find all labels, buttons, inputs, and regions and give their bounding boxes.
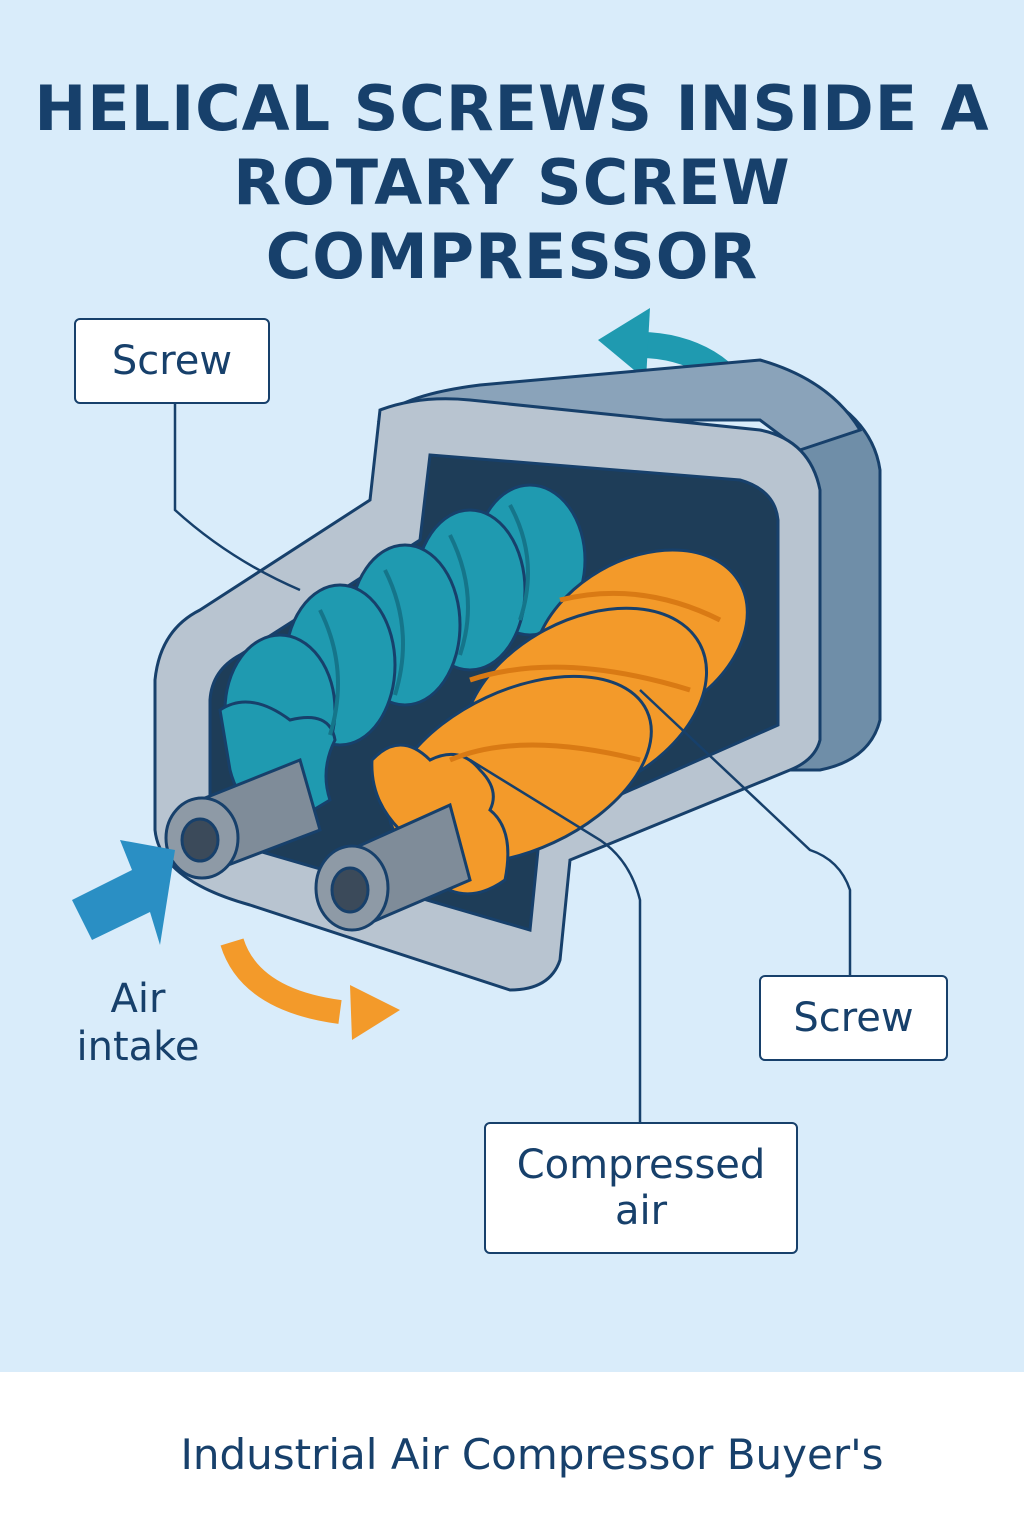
footer-caption: Industrial Air Compressor Buyer's	[180, 1430, 884, 1479]
teal-rotor	[218, 483, 587, 832]
teal-shaft	[164, 757, 322, 880]
title-line-2: ROTARY SCREW COMPRESSOR	[233, 146, 791, 293]
rotation-arrow-teal-head	[598, 308, 650, 380]
orange-rotor	[370, 548, 749, 896]
page-title: HELICAL SCREWS INSIDE A ROTARY SCREW COM…	[0, 72, 1024, 294]
callout-screw-top: Screw	[74, 318, 270, 404]
orange-shaft	[314, 802, 472, 932]
callout-screw-top-label: Screw	[111, 338, 233, 384]
rotation-arrow-orange-head	[350, 985, 400, 1040]
callout-compressed-line-2: air	[614, 1188, 668, 1234]
air-intake-line-2: intake	[76, 1024, 200, 1070]
intake-arrow-icon	[72, 840, 175, 945]
orange-rotor-grooves	[449, 590, 722, 763]
air-intake-label: Air intake	[48, 975, 228, 1071]
callout-compressed-line-1: Compressed	[516, 1142, 766, 1188]
callout-screw-right-label: Screw	[793, 995, 914, 1041]
rotation-arrow-orange-icon	[220, 937, 342, 1024]
teal-rotor-grooves	[318, 504, 530, 736]
air-intake-line-1: Air	[110, 976, 166, 1022]
callout-compressed-air: Compressed air	[484, 1122, 798, 1254]
leader-lines	[173, 404, 852, 1122]
title-line-1: HELICAL SCREWS INSIDE A	[34, 72, 990, 145]
compressor-illustration	[72, 308, 882, 1122]
callout-screw-right: Screw	[759, 975, 948, 1061]
